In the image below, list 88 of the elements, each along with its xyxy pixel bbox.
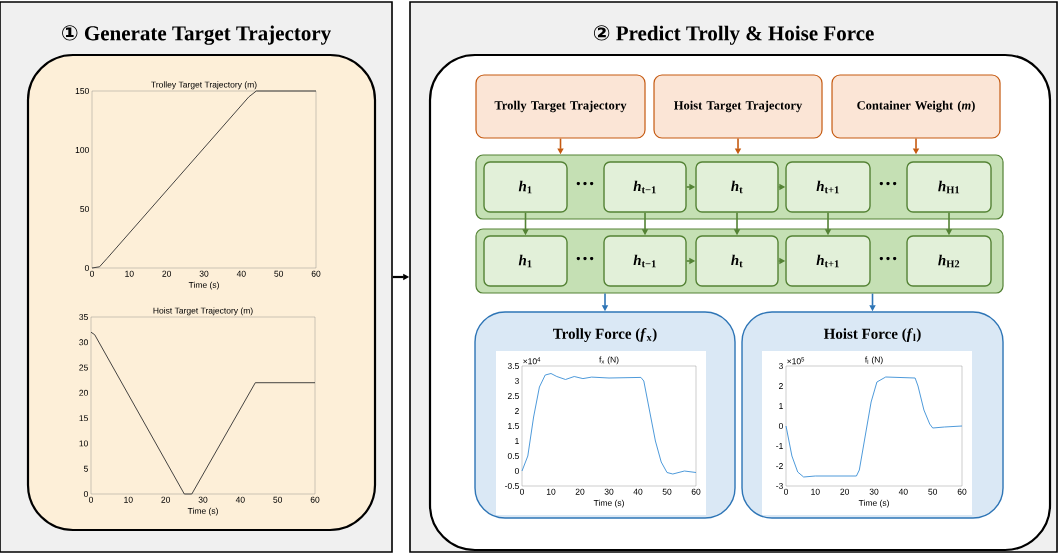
label: 20 — [575, 488, 585, 495]
label: Time (s) — [188, 281, 219, 290]
label: 15 — [79, 415, 88, 422]
line-chart: ×10$^{4}$ f$_{x}$ (N) 3.5 3 2.5 2 1.5 1 0.5 0 -0.5 0 10 20 30 40 50 60 Time (s) — [496, 351, 706, 515]
label: Time (s) — [858, 499, 889, 508]
label: 30 — [79, 339, 88, 346]
label: Time (s) — [593, 499, 624, 508]
label: 40 — [633, 488, 643, 495]
ellipsis: ··· — [576, 181, 594, 186]
label: 3 — [514, 378, 519, 385]
label: -2 — [776, 463, 783, 469]
hidden-state-box: h$_{t−1}$ — [603, 235, 687, 287]
label: 20 — [79, 389, 88, 396]
label: 2 — [515, 408, 519, 414]
label: 0 — [88, 496, 94, 503]
label: Time (s) — [187, 507, 218, 516]
hidden-state-box: h$_{H1}$ — [906, 161, 992, 213]
label: 100 — [75, 147, 89, 154]
label: 2.5 — [507, 393, 519, 400]
label: 5 — [83, 465, 88, 472]
label: 1 — [515, 438, 519, 444]
label: 0 — [83, 491, 88, 498]
label: 1.5 — [508, 423, 519, 429]
label: -1 — [776, 443, 783, 449]
label: 150 — [75, 88, 89, 95]
label: 30 — [869, 488, 879, 495]
label: ×10$^{5}$ — [787, 357, 805, 365]
label: 40 — [235, 496, 245, 503]
input-box: Hoist Target Trajectory — [653, 74, 823, 139]
line-chart: Trolley Target Trajectory (m) 150 100 50 0 0 10 20 30 40 50 60 Time (s) — [75, 81, 321, 290]
label: 60 — [957, 488, 967, 495]
label: 60 — [310, 496, 320, 503]
label: 50 — [274, 270, 284, 277]
label: 1 — [779, 403, 783, 409]
hidden-state-box: h$_{1}$ — [483, 235, 568, 287]
label: Trolley Target Trajectory (m) — [151, 81, 257, 90]
label: 20 — [840, 488, 850, 495]
label: 0 — [783, 488, 789, 495]
label: 0 — [519, 488, 525, 495]
chart-card — [26, 53, 377, 532]
label: 50 — [928, 488, 938, 495]
input-box: Container Weight (m) — [831, 74, 1001, 139]
line-chart: Hoist Target Trajectory (m) 35 30 25 20 15 10 5 0 0 10 20 30 40 50 60 Time (s) — [79, 307, 320, 516]
label: 60 — [691, 488, 701, 495]
hidden-state-box: h$_{1}$ — [483, 161, 568, 213]
ellipsis: ··· — [576, 256, 594, 261]
label: 50 — [80, 206, 89, 213]
label: 60 — [311, 270, 321, 277]
label: 3 — [778, 363, 783, 370]
label: 20 — [162, 270, 172, 277]
label: 0 — [778, 423, 783, 430]
hidden-state-box: h$_{t}$ — [695, 235, 779, 287]
label: 0 — [84, 265, 89, 272]
label: 3.5 — [507, 363, 519, 370]
hidden-state-box: h$_{t+1}$ — [785, 235, 871, 287]
label: 10 — [79, 440, 88, 447]
label: ×10$^{4}$ — [523, 357, 541, 365]
label: 50 — [662, 488, 672, 495]
label: 0 — [89, 270, 95, 277]
label: 30 — [604, 488, 614, 495]
label: f$_{l}$ (N) — [864, 356, 883, 365]
label: 10 — [125, 270, 134, 277]
hidden-state-box: h$_{t+1}$ — [785, 161, 871, 213]
label: 0 — [514, 468, 519, 475]
label: 2 — [779, 383, 783, 389]
label: 25 — [79, 364, 88, 371]
label: Hoist Target Trajectory (m) — [153, 307, 253, 316]
hidden-state-box: h$_{H2}$ — [906, 235, 992, 287]
label: 40 — [236, 270, 246, 277]
label: -3 — [776, 483, 783, 490]
label: 30 — [198, 496, 208, 503]
ellipsis: ··· — [879, 256, 897, 261]
label: 10 — [811, 488, 820, 495]
label: -0.5 — [505, 483, 519, 490]
hidden-state-box: h$_{t}$ — [695, 161, 779, 213]
label: 40 — [898, 488, 908, 495]
label: 30 — [199, 270, 209, 277]
label: 0.5 — [507, 453, 519, 460]
label: 10 — [124, 496, 133, 503]
label: 50 — [273, 496, 283, 503]
label: f$_{x}$ (N) — [599, 356, 619, 365]
label: 20 — [161, 496, 171, 503]
hidden-state-box: h$_{t−1}$ — [603, 161, 687, 213]
label: 35 — [79, 314, 88, 321]
line-chart: ×10$^{5}$ f$_{l}$ (N) 3 2 1 0 -1 -2 -3 0 10 20 30 40 50 60 Time (s) — [762, 351, 972, 515]
label: 10 — [546, 488, 556, 495]
ellipsis: ··· — [879, 181, 897, 186]
input-box: Trolly Target Trajectory — [475, 74, 646, 139]
